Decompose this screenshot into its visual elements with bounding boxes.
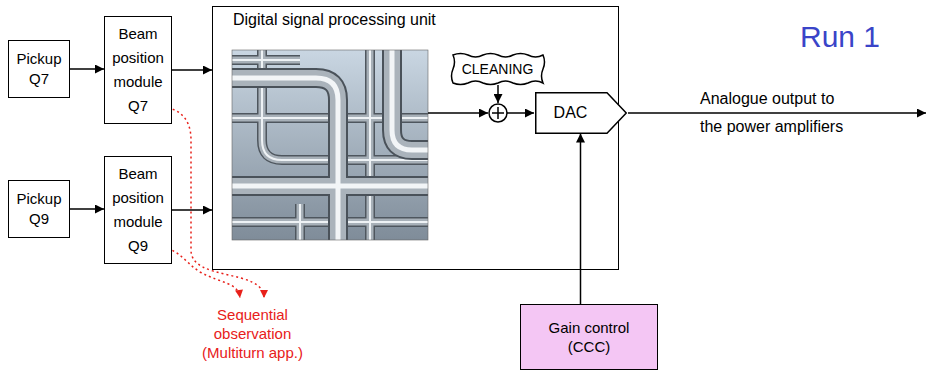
- node-text: CLEANING: [462, 61, 534, 77]
- signal-connector: [580, 134, 582, 305]
- signal-connector: [70, 68, 104, 70]
- run-label: Run 1: [800, 20, 920, 54]
- node-text: Pickup Q7: [15, 49, 63, 89]
- gain-control-box: Gain control (CCC): [520, 304, 658, 370]
- pickup-box: Pickup Q7: [8, 40, 70, 98]
- photo-frame: [232, 50, 428, 240]
- signal-wire: [428, 112, 488, 114]
- node-text: Beam position module Q7: [111, 22, 165, 118]
- signal-connector: [172, 69, 212, 71]
- node-text: DAC: [554, 104, 588, 122]
- dac-block: DAC: [535, 92, 627, 134]
- summing-junction: [489, 104, 507, 122]
- label-holder: Analogue output to the power amplifiers: [700, 85, 850, 141]
- node-text: Pickup Q9: [15, 189, 63, 229]
- beam-position-module: Beam position module Q7: [104, 16, 172, 124]
- label-holder: Run 1: [800, 20, 920, 54]
- signal-wire: [497, 85, 499, 103]
- signal-wire: [507, 112, 534, 114]
- beam-position-module: Beam position module Q9: [104, 156, 172, 264]
- unit-heading: Digital signal processing unit: [233, 10, 598, 30]
- node-text: Gain control (CCC): [534, 318, 644, 356]
- output-label: Analogue output to the power amplifiers: [700, 85, 850, 141]
- node-text: Beam position module Q9: [111, 162, 165, 258]
- pickup-box: Pickup Q9: [8, 180, 70, 238]
- cleaning-cloud: CLEANING: [450, 52, 546, 86]
- pipework-photo: [232, 50, 428, 240]
- processing-unit: Digital signal processing unitCLEANING DA…: [212, 6, 619, 270]
- output-wire: [628, 112, 926, 114]
- signal-connector: [70, 208, 104, 210]
- label-holder: Sequential observation (Multiturn app.): [185, 305, 320, 362]
- signal-connector: [172, 209, 212, 211]
- observation-label: Sequential observation (Multiturn app.): [185, 305, 320, 362]
